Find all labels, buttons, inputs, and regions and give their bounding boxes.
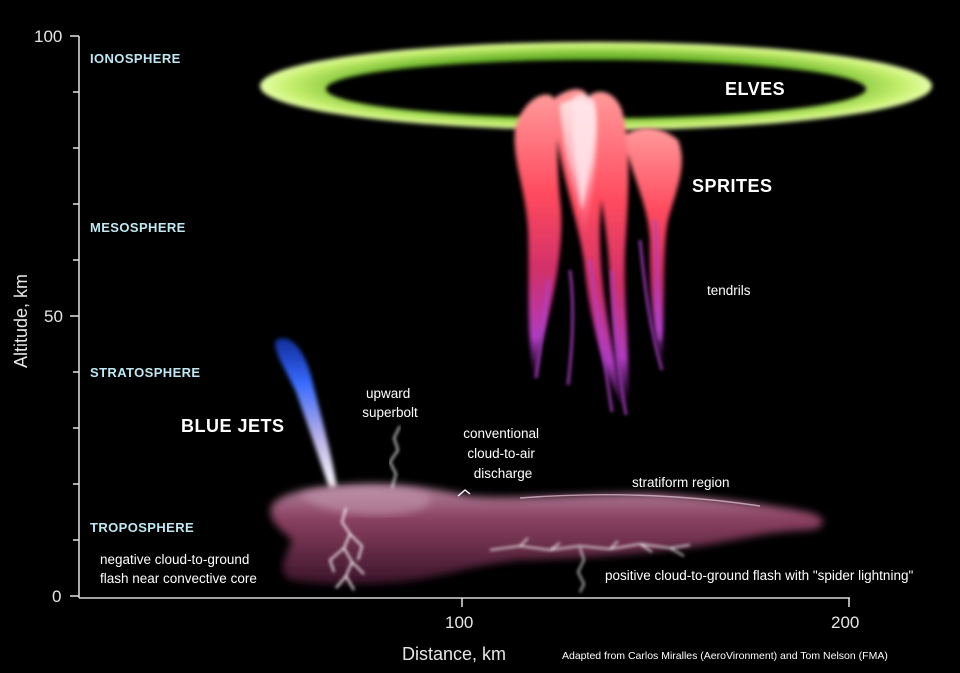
layer-ionosphere: IONOSPHERE: [90, 51, 181, 66]
y-tick-50: 50: [44, 307, 63, 326]
elves-ring: [260, 42, 932, 130]
label-elves: ELVES: [725, 79, 785, 99]
label-upward-superbolt: upward superbolt: [362, 386, 418, 420]
x-axis: [79, 597, 850, 607]
label-stratiform-region: stratiform region: [632, 475, 730, 490]
layer-troposphere: TROPOSPHERE: [90, 520, 194, 535]
y-axis-title: Altitude, km: [11, 274, 31, 368]
credit-line: Adapted from Carlos Miralles (AeroVironm…: [562, 650, 888, 662]
y-tick-100: 100: [34, 27, 62, 46]
label-positive-cloud-to-ground: positive cloud-to-ground flash with "spi…: [605, 568, 913, 583]
x-tick-100: 100: [445, 613, 473, 632]
label-tendrils: tendrils: [707, 283, 751, 298]
label-sprites: SPRITES: [692, 176, 773, 196]
layer-mesosphere: MESOSPHERE: [90, 220, 186, 235]
thunderstorm-cloud: [270, 483, 823, 585]
sprite-tendrils: [534, 219, 664, 416]
y-axis: [70, 35, 80, 598]
x-tick-200: 200: [831, 613, 859, 632]
blue-jet: [275, 338, 337, 490]
sprites-cluster: [514, 89, 682, 411]
positive-cg-spider-bolt: [489, 537, 691, 593]
label-blue-jets: BLUE JETS: [181, 416, 285, 436]
label-cloud-to-air-discharge: conventional cloud-to-air discharge: [463, 426, 543, 481]
upward-superbolt-bolt: [389, 425, 401, 489]
cloud-to-air-discharge-spark: [457, 489, 471, 497]
label-negative-cloud-to-ground: negative cloud-to-ground flash near conv…: [100, 552, 257, 586]
layer-stratosphere: STRATOSPHERE: [90, 365, 201, 380]
y-tick-0: 0: [52, 587, 61, 606]
x-axis-title: Distance, km: [402, 644, 506, 664]
negative-cg-bolt: [328, 507, 365, 591]
